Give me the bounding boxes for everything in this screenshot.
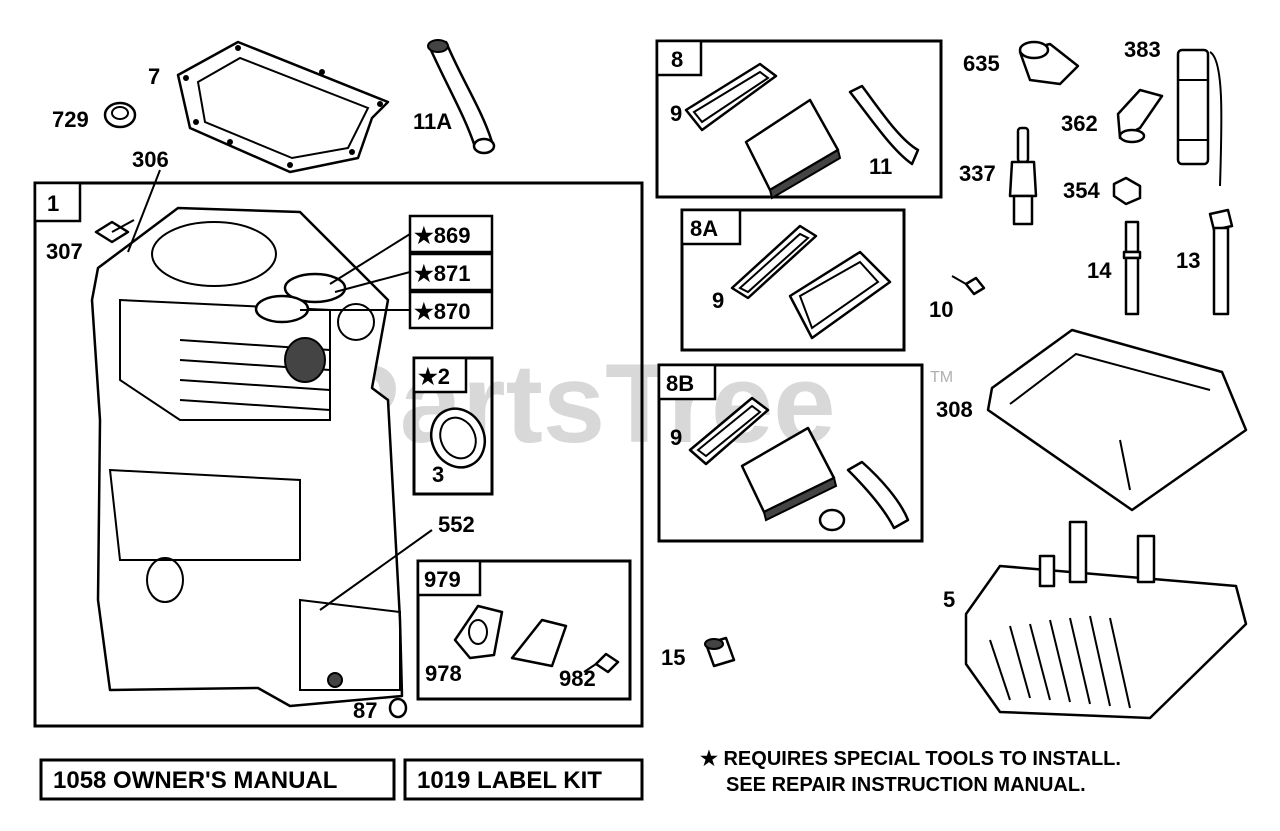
gasket-7-drawing	[176, 40, 390, 174]
part-10-label: 10	[929, 297, 953, 322]
part-552-label: 552	[438, 512, 475, 537]
part-5-label: 5	[943, 587, 955, 612]
seal-rings-drawing	[254, 233, 411, 324]
group-871-label: ★871	[414, 261, 470, 286]
part-337-label: 337	[959, 161, 996, 186]
seal-3-drawing	[429, 407, 487, 469]
part-87-label: 87	[353, 698, 377, 723]
part-11-label: 11	[869, 154, 892, 179]
part-11a-label: 11A	[413, 109, 452, 134]
part-15-label: 15	[661, 645, 685, 670]
group-8-tag	[655, 39, 703, 77]
part-9-label-a: 9	[670, 101, 682, 126]
nut-729-drawing	[103, 101, 137, 129]
part-978-label: 978	[425, 661, 462, 686]
part-982-label: 982	[559, 666, 596, 691]
part-362-label: 362	[1061, 111, 1098, 136]
part-306-label: 306	[132, 147, 169, 172]
breather-979-drawing	[453, 604, 620, 674]
part-9-label-b: 9	[712, 288, 724, 313]
special-tools-note: ★ REQUIRES SPECIAL TOOLS TO INSTALL.	[700, 748, 1121, 770]
repair-manual-note: SEE REPAIR INSTRUCTION MANUAL.	[726, 774, 1086, 796]
bolt-13-drawing	[1208, 208, 1234, 316]
group-8b-tag	[657, 363, 717, 401]
group-869-label: ★869	[414, 223, 470, 248]
cylinder-head-5-drawing	[964, 520, 1248, 720]
group-979-box	[416, 559, 632, 701]
part-14-label: 14	[1087, 258, 1112, 283]
group-1-box	[33, 181, 644, 728]
group-870-box	[408, 290, 494, 330]
group-8b-box	[657, 363, 924, 543]
part-9-label-c: 9	[670, 425, 682, 450]
group-8a-box	[680, 208, 906, 352]
stud-14-drawing	[1122, 220, 1142, 316]
group-8a-tag	[680, 208, 742, 246]
part-729-label: 729	[52, 107, 89, 132]
breather-8-drawing	[684, 62, 920, 200]
engine-block-drawing	[90, 206, 404, 708]
part-308-label: 308	[936, 397, 973, 422]
group-979-label: 979	[424, 567, 461, 592]
label-kit-box	[403, 758, 644, 801]
group-8a-label: 8A	[690, 216, 718, 241]
group-1-tag	[33, 181, 82, 223]
tube-11a-drawing	[427, 39, 496, 155]
armature-383-drawing	[1176, 48, 1223, 187]
group-871-box	[408, 252, 494, 292]
watermark-tm: TM	[930, 369, 953, 386]
terminal-635-drawing	[1018, 40, 1080, 86]
part-13-label: 13	[1176, 248, 1200, 273]
group-2-tag	[412, 356, 468, 394]
part-635-label: 635	[963, 51, 1000, 76]
part-552-leader	[319, 529, 433, 611]
owners-manual-label: 1058 OWNER'S MANUAL	[53, 767, 337, 794]
group-8-label: 8	[671, 47, 683, 72]
group-8b-label: 8B	[666, 371, 694, 396]
group-8-box	[655, 39, 943, 199]
owners-manual-box	[39, 758, 396, 801]
part-354-label: 354	[1063, 178, 1100, 203]
plug-15-drawing	[704, 636, 736, 668]
part-383-label: 383	[1124, 37, 1161, 62]
part-3-label: 3	[432, 462, 444, 487]
elbow-362-drawing	[1116, 88, 1164, 144]
part-306-leader	[127, 169, 161, 253]
shield-308-drawing	[986, 328, 1248, 512]
screw-307-drawing	[94, 219, 135, 244]
part-307-label: 307	[46, 239, 83, 264]
part-7-label: 7	[148, 64, 160, 89]
group-2-label: ★2	[418, 364, 450, 389]
nut-354-drawing	[1112, 176, 1142, 206]
group-979-tag	[416, 559, 482, 597]
spark-plug-337-drawing	[1008, 126, 1038, 226]
label-kit-label: 1019 LABEL KIT	[417, 767, 602, 794]
breather-8b-drawing	[688, 396, 910, 532]
group-1-label: 1	[47, 191, 59, 216]
breather-8a-drawing	[730, 224, 892, 340]
washer-87-drawing	[388, 697, 408, 719]
screw-10-drawing	[951, 275, 986, 296]
group-870-label: ★870	[414, 299, 470, 324]
group-869-box	[408, 214, 494, 254]
